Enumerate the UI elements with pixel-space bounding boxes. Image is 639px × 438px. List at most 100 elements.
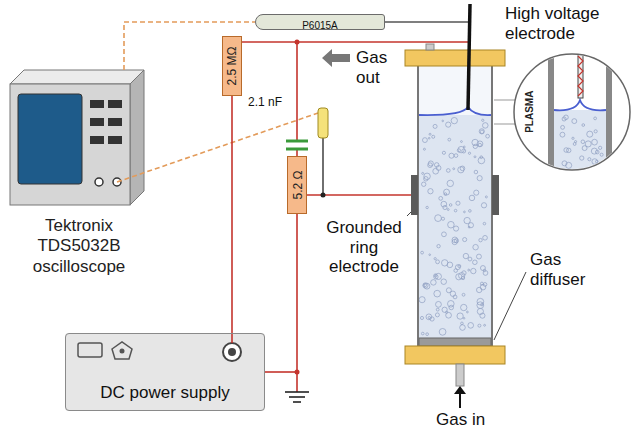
node-text: 5.2 Ω [290, 171, 304, 200]
bubble [474, 170, 478, 174]
bubble [461, 304, 467, 310]
bubble [422, 138, 427, 143]
node-text: P6015A [302, 19, 338, 33]
bubble [458, 146, 464, 152]
bubble [453, 168, 455, 170]
part-label: Gas diffuser [530, 250, 612, 289]
bubble [452, 239, 457, 244]
bubble [447, 209, 449, 211]
bubble [485, 196, 487, 198]
bubble [486, 134, 490, 138]
bubble [463, 146, 465, 148]
bubble [428, 189, 433, 194]
bubble [462, 271, 466, 275]
bubble [461, 322, 464, 325]
bubble [594, 117, 597, 120]
bubble [420, 316, 423, 319]
scope-front [10, 84, 130, 205]
node-text: Tektronix TDS5032B oscilloscope [4, 216, 154, 277]
oscilloscope: Tektronix TDS5032B oscilloscope [4, 70, 154, 277]
junction-dot [295, 40, 300, 45]
supply-display [78, 343, 102, 357]
bubble [441, 217, 444, 220]
flow-label: Gas out [356, 48, 400, 87]
bubble [483, 271, 488, 276]
flow-label: Gas in [436, 410, 485, 430]
bubble [421, 251, 424, 254]
bubble [434, 258, 436, 260]
bubble [446, 169, 450, 173]
gas-in-arrowhead [454, 386, 466, 394]
bubble [478, 143, 481, 146]
wire [231, 333, 233, 343]
bubble [428, 137, 430, 139]
bubble [481, 303, 484, 306]
bubble [421, 332, 424, 335]
bubble [460, 166, 465, 171]
bubble [448, 221, 455, 228]
bubble [419, 297, 425, 303]
bubble [431, 280, 437, 286]
bubble [423, 148, 425, 150]
bubble [439, 196, 443, 200]
oscilloscope-drawing [10, 70, 144, 205]
bubble [436, 166, 441, 171]
bubble [449, 305, 454, 310]
bubble [451, 117, 457, 123]
resistor-symbol: 2.5 MΩ [222, 36, 242, 96]
wire [296, 42, 298, 141]
bubble [442, 151, 445, 154]
junction-dot [321, 193, 326, 198]
capacitor-plate [286, 148, 308, 151]
bubble [426, 333, 429, 336]
region-label: PLASMA [524, 91, 536, 133]
bubble [447, 262, 453, 268]
bubble [480, 284, 486, 290]
liquid [419, 115, 491, 338]
wire [265, 371, 297, 373]
bubble [463, 253, 468, 258]
wire [242, 41, 469, 43]
bubble [435, 215, 442, 222]
scope-input [95, 178, 103, 186]
bubble [480, 156, 483, 159]
bubble [424, 283, 430, 289]
gas-diffuser [419, 338, 491, 346]
zoom-line [494, 124, 516, 125]
bottom-flange [405, 346, 505, 364]
voltage-probe: P6015A [255, 14, 385, 30]
leader-line [494, 272, 526, 340]
ring-electrode [492, 175, 499, 215]
bubble [446, 312, 452, 318]
current-probe [318, 108, 328, 138]
bubble [442, 307, 447, 312]
bubble [454, 154, 458, 158]
bubble [591, 148, 597, 154]
bubble [462, 293, 465, 296]
bubble [433, 168, 439, 174]
bubble [442, 232, 447, 237]
hv-electrode [468, 4, 470, 110]
bubble [477, 254, 482, 259]
bubble [468, 257, 472, 261]
scope-side [130, 70, 144, 205]
ground-line [293, 401, 301, 403]
wire [296, 214, 298, 392]
bubble [454, 209, 457, 212]
bubble [476, 287, 481, 292]
bubble [469, 210, 472, 213]
bubble [422, 182, 426, 186]
bubble [572, 119, 577, 124]
ring-electrode [411, 175, 418, 215]
bubble [457, 149, 460, 152]
bubble [463, 238, 467, 242]
bubble [478, 324, 481, 327]
bubble [599, 146, 602, 149]
scope-button [90, 100, 104, 108]
bubble [587, 131, 593, 137]
bubble [564, 148, 569, 153]
power-supply-box: DC power supply [65, 333, 265, 411]
bubble [436, 260, 440, 264]
bubble [447, 180, 453, 186]
scope-top [10, 70, 144, 84]
